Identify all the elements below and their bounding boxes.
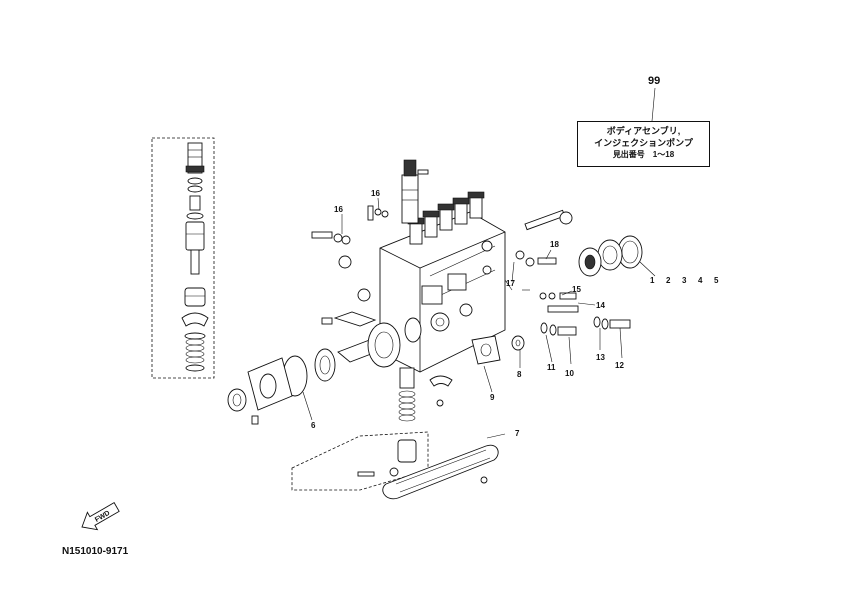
front-seal-stack (578, 235, 643, 277)
callout-10: 10 (565, 369, 574, 378)
callout-6: 6 (311, 421, 316, 430)
callout-5: 5 (714, 276, 719, 285)
callout-16-top: 16 (371, 189, 380, 198)
tappet-spring (398, 390, 416, 422)
callout-99: 99 (648, 75, 660, 87)
callout-12: 12 (615, 361, 624, 370)
assembly-label-line3: 見出番号 1〜18 (612, 150, 675, 159)
callout-1: 1 (650, 276, 655, 285)
callout-17: 17 (506, 279, 515, 288)
assembly-label-line1: ボディアセンブリ, (606, 126, 681, 136)
callout-8: 8 (517, 370, 522, 379)
callout-13: 13 (596, 353, 605, 362)
leader-lines (302, 87, 656, 439)
callout-labels: 99 1 2 3 4 5 6 7 8 9 10 11 12 13 14 15 1… (311, 75, 719, 438)
fasteners-left (311, 205, 389, 327)
assembly-label-box: ボディアセンブリ, インジェクションポンプ 見出番号 1〜18 (577, 121, 710, 167)
bearing-cover-6 (227, 348, 336, 425)
callout-7: 7 (515, 429, 520, 438)
callout-14: 14 (596, 301, 605, 310)
plunger-inset (151, 137, 215, 379)
callout-16-left: 16 (334, 205, 343, 214)
plunger-spring (185, 338, 205, 364)
callout-2: 2 (666, 276, 671, 285)
fasteners-lower (511, 316, 631, 351)
callout-4: 4 (698, 276, 703, 285)
callout-3: 3 (682, 276, 687, 285)
plate-9 (429, 335, 501, 407)
fwd-label: FWD (94, 510, 111, 524)
callout-18: 18 (550, 240, 559, 249)
callout-9: 9 (490, 393, 495, 402)
callout-11: 11 (547, 363, 556, 372)
callout-15: 15 (572, 285, 581, 294)
fasteners-upper (515, 209, 579, 313)
delivery-valve-holder (185, 142, 205, 174)
lifted-valve-holder (401, 159, 429, 224)
diagram-code: N151010-9171 (62, 546, 129, 557)
camshaft (337, 317, 422, 368)
bottom-cover-7 (291, 431, 499, 500)
assembly-label-line2: インジェクションポンプ (594, 138, 693, 148)
delivery-valve-holders (407, 191, 485, 245)
roller-tappet (397, 367, 417, 463)
fwd-arrow-icon: FWD (81, 502, 120, 531)
